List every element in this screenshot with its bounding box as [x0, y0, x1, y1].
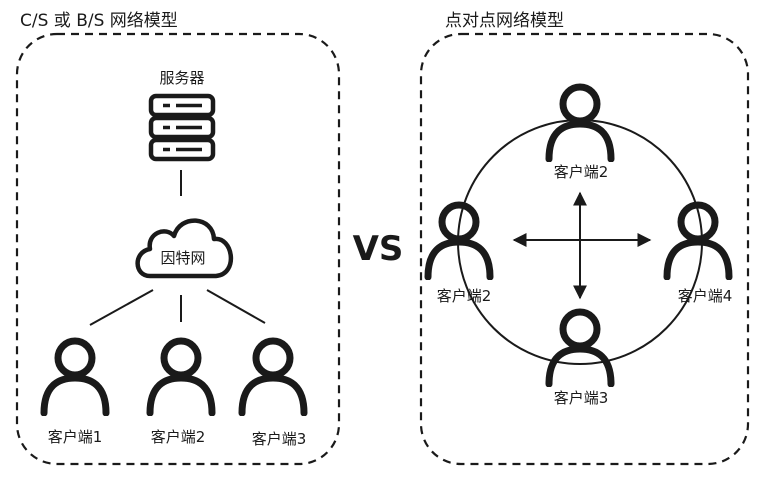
peer-bottom-person-icon [549, 312, 611, 384]
p2p-panel-border [419, 32, 750, 466]
client2-person-icon [150, 341, 212, 413]
cs-panel-border [15, 32, 341, 466]
client1-label: 客户端1 [48, 428, 103, 446]
peer-top-label: 客户端2 [554, 163, 609, 181]
p2p-panel-title: 点对点网络模型 [445, 11, 564, 31]
peer-left-person-icon [428, 205, 490, 277]
peer-right-person-icon [667, 205, 729, 277]
server-label: 服务器 [159, 69, 204, 87]
peer-top-person-icon [549, 87, 611, 159]
vs-label: VS [353, 229, 404, 269]
client1-person-icon [44, 341, 106, 413]
cloud-label: 因特网 [160, 249, 205, 267]
cloud-to-client3-line [206, 289, 266, 324]
server-icon [148, 93, 216, 162]
client3-label: 客户端3 [252, 430, 307, 448]
peer-left-label: 客户端2 [437, 287, 492, 305]
client3-person-icon [242, 341, 304, 413]
cloud-icon [135, 218, 234, 279]
peer-right-label: 客户端4 [678, 287, 733, 305]
peer-bottom-label: 客户端3 [554, 389, 609, 407]
cloud-to-client1-line [89, 289, 154, 326]
cs-model-panel: C/S 或 B/S 网络模型 服务器 因特网 客户端1 客户端2 客户端3 [15, 11, 341, 466]
cs-panel-title: C/S 或 B/S 网络模型 [20, 11, 178, 31]
client2-label: 客户端2 [151, 428, 206, 446]
p2p-model-panel: 点对点网络模型 客户端2 客户端2 客户端4 客户端3 [419, 11, 750, 466]
